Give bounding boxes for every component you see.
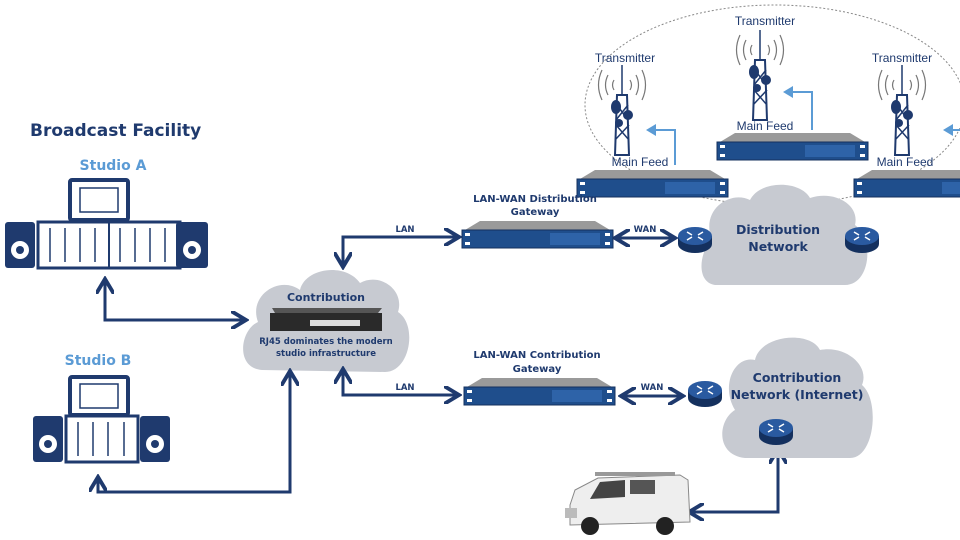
broadcast-van-icon <box>565 472 691 535</box>
router-icon <box>844 226 880 254</box>
van-link <box>692 452 778 512</box>
distribution-gateway-label: LAN-WAN Distribution <box>473 194 597 205</box>
contribution-gateway-device <box>463 377 616 406</box>
feed-encoder <box>716 132 869 161</box>
svg-text:Main Feed: Main Feed <box>612 155 669 169</box>
studio-b-console <box>33 375 170 464</box>
svg-text:Network: Network <box>748 239 808 254</box>
router-icon <box>687 380 723 408</box>
svg-text:Main Feed: Main Feed <box>737 119 794 133</box>
distribution-network-cloud: Distribution Network <box>677 184 880 285</box>
contribution-network-cloud: Contribution Network (Internet) <box>687 337 873 458</box>
svg-text:Transmitter: Transmitter <box>595 51 655 65</box>
facility-title: Broadcast Facility <box>30 121 201 141</box>
lan-label: LAN <box>395 383 414 393</box>
studio-a-label: Studio A <box>80 158 147 174</box>
lan-link-contribution <box>343 372 456 395</box>
svg-text:studio infrastructure: studio infrastructure <box>276 349 376 359</box>
feed-arrow <box>783 86 813 130</box>
feed-encoder <box>853 169 960 198</box>
svg-text:Transmitter: Transmitter <box>872 51 932 65</box>
svg-text:Gateway: Gateway <box>511 207 560 218</box>
svg-text:Main Feed: Main Feed <box>877 155 934 169</box>
feed-encoder <box>576 169 729 198</box>
svg-text:Contribution: Contribution <box>287 291 365 304</box>
lan-link-distribution <box>343 237 456 264</box>
router-icon <box>677 226 713 254</box>
svg-text:Contribution: Contribution <box>753 370 842 385</box>
contribution-gateway-label: LAN-WAN Contribution <box>473 350 600 361</box>
lan-label: LAN <box>395 225 414 235</box>
wan-label: WAN <box>641 383 664 393</box>
feed-arrow <box>646 124 676 165</box>
studio-a-link <box>105 282 243 320</box>
svg-text:Network (Internet): Network (Internet) <box>731 387 864 402</box>
studio-a-console <box>5 178 208 270</box>
studio-b-label: Studio B <box>65 353 132 369</box>
distribution-gateway-device <box>461 220 614 249</box>
studio-b-link <box>98 374 290 494</box>
router-icon <box>758 418 794 446</box>
transmitter-center: Transmitter Main Feed <box>716 14 869 161</box>
transmitter-left: Transmitter Main Feed <box>576 51 729 198</box>
svg-text:RJ45 dominates the modern: RJ45 dominates the modern <box>259 337 392 347</box>
svg-text:Gateway: Gateway <box>513 364 562 375</box>
ethernet-switch-icon <box>270 308 382 331</box>
svg-text:Distribution: Distribution <box>736 222 820 237</box>
wan-label: WAN <box>634 225 657 235</box>
svg-text:Transmitter: Transmitter <box>735 14 795 28</box>
transmitter-right: Transmitter Main Feed <box>853 51 960 198</box>
contribution-cloud: Contribution RJ45 dominates the modern s… <box>243 270 410 372</box>
